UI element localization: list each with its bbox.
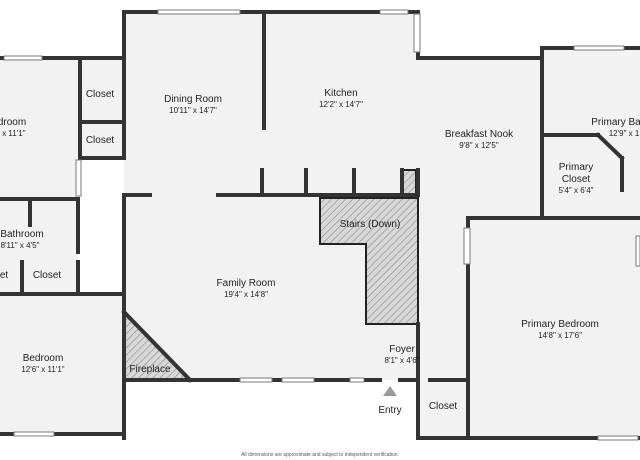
kitchen-name: Kitchen xyxy=(324,88,357,99)
primary-bedroom-dims: 14'8" x 17'6" xyxy=(538,331,582,340)
closet-b-name: Closet xyxy=(86,135,115,146)
foyer-name: Foyer xyxy=(389,344,415,355)
bedroom-top-left-dims: ' x 11'1" xyxy=(0,129,26,138)
primary-closet-name-line1: Primary xyxy=(559,162,593,173)
stair-landing-hatch xyxy=(401,169,417,197)
footer-note: All dimensions are approximate and subje… xyxy=(241,452,399,458)
foyer-dims: 8'1" x 4'6" xyxy=(385,356,420,365)
stairs-hatch xyxy=(319,197,419,325)
dining-room-dims: 10'11" x 14'7" xyxy=(169,106,217,115)
primary-closet-dims: 5'4" x 6'4" xyxy=(559,186,594,195)
dining-room-name: Dining Room xyxy=(164,94,222,105)
stairs-name: Stairs (Down) xyxy=(340,219,401,230)
entry-label: Entry xyxy=(378,405,401,416)
bedroom-top-left-name: droom xyxy=(0,117,26,128)
fireplace-name: Fireplace xyxy=(129,364,171,375)
primary-bath-dims: 12'9" x 1 xyxy=(609,129,640,138)
family-room-dims: 19'4" x 14'8" xyxy=(224,290,268,299)
windows xyxy=(3,9,640,441)
bathroom-dims: 8'11" x 4'5" xyxy=(1,241,40,250)
bathroom-name: Bathroom xyxy=(0,229,43,240)
closet-e-name: Closet xyxy=(429,401,458,412)
primary-bath-name: Primary Ba xyxy=(591,117,640,128)
closet-c-name: et xyxy=(0,270,8,281)
kitchen-dims: 12'2" x 14'7" xyxy=(319,100,363,109)
room-labels: droom ' x 11'1" Closet Closet Dining Roo… xyxy=(0,88,640,458)
room-fills xyxy=(0,12,640,438)
primary-bedroom-name: Primary Bedroom xyxy=(521,319,599,330)
primary-closet-name-line2: Closet xyxy=(562,174,591,185)
family-room-name: Family Room xyxy=(217,278,276,289)
bedroom-bottom-left-dims: 12'6" x 11'1" xyxy=(21,365,64,374)
closet-a-name: Closet xyxy=(86,89,115,100)
entry-arrow-icon xyxy=(383,386,397,396)
closet-d-name: Closet xyxy=(33,270,62,281)
breakfast-nook-name: Breakfast Nook xyxy=(445,129,514,140)
breakfast-nook-dims: 9'8" x 12'5" xyxy=(459,141,499,150)
bedroom-bottom-left-name: Bedroom xyxy=(23,353,64,364)
